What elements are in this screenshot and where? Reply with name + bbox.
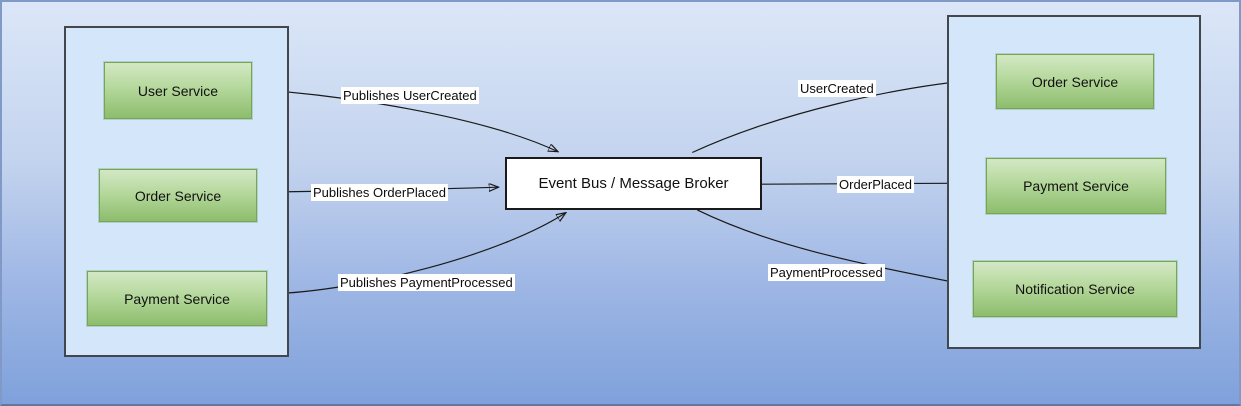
edge-label-publishes-orderplaced: Publishes OrderPlaced	[311, 184, 448, 201]
node-order-service-subscriber: Order Service	[996, 54, 1154, 109]
node-user-service: User Service	[104, 62, 252, 119]
edge-label-paymentprocessed: PaymentProcessed	[768, 264, 885, 281]
edge-deliver-paymentprocessed	[696, 209, 958, 283]
edge-label-publishes-usercreated: Publishes UserCreated	[341, 87, 479, 104]
node-payment-service-subscriber: Payment Service	[986, 158, 1166, 214]
subscribers-group-container: Order Service Payment Service Notificati…	[947, 15, 1201, 349]
publishers-group-container: User Service Order Service Payment Servi…	[64, 26, 289, 357]
node-payment-service-publisher: Payment Service	[87, 271, 267, 326]
edge-label-orderplaced: OrderPlaced	[837, 176, 914, 193]
node-event-bus-broker: Event Bus / Message Broker	[505, 157, 762, 210]
node-notification-service: Notification Service	[973, 261, 1177, 317]
edge-publishes-usercreated	[252, 88, 558, 151]
edge-publishes-paymentprocessed	[267, 213, 566, 295]
node-order-service-subscriber-label: Order Service	[1031, 73, 1119, 90]
node-order-service-publisher: Order Service	[99, 169, 257, 222]
edge-label-usercreated: UserCreated	[798, 80, 876, 97]
node-event-bus-broker-label: Event Bus / Message Broker	[538, 175, 729, 192]
node-payment-service-subscriber-label: Payment Service	[1023, 178, 1129, 194]
node-payment-service-publisher-label: Payment Service	[124, 290, 230, 307]
node-user-service-label: User Service	[137, 82, 219, 99]
node-notification-service-label: Notification Service	[1015, 281, 1135, 297]
edge-label-publishes-paymentprocessed: Publishes PaymentProcessed	[338, 274, 515, 291]
node-order-service-publisher-label: Order Service	[134, 187, 222, 204]
